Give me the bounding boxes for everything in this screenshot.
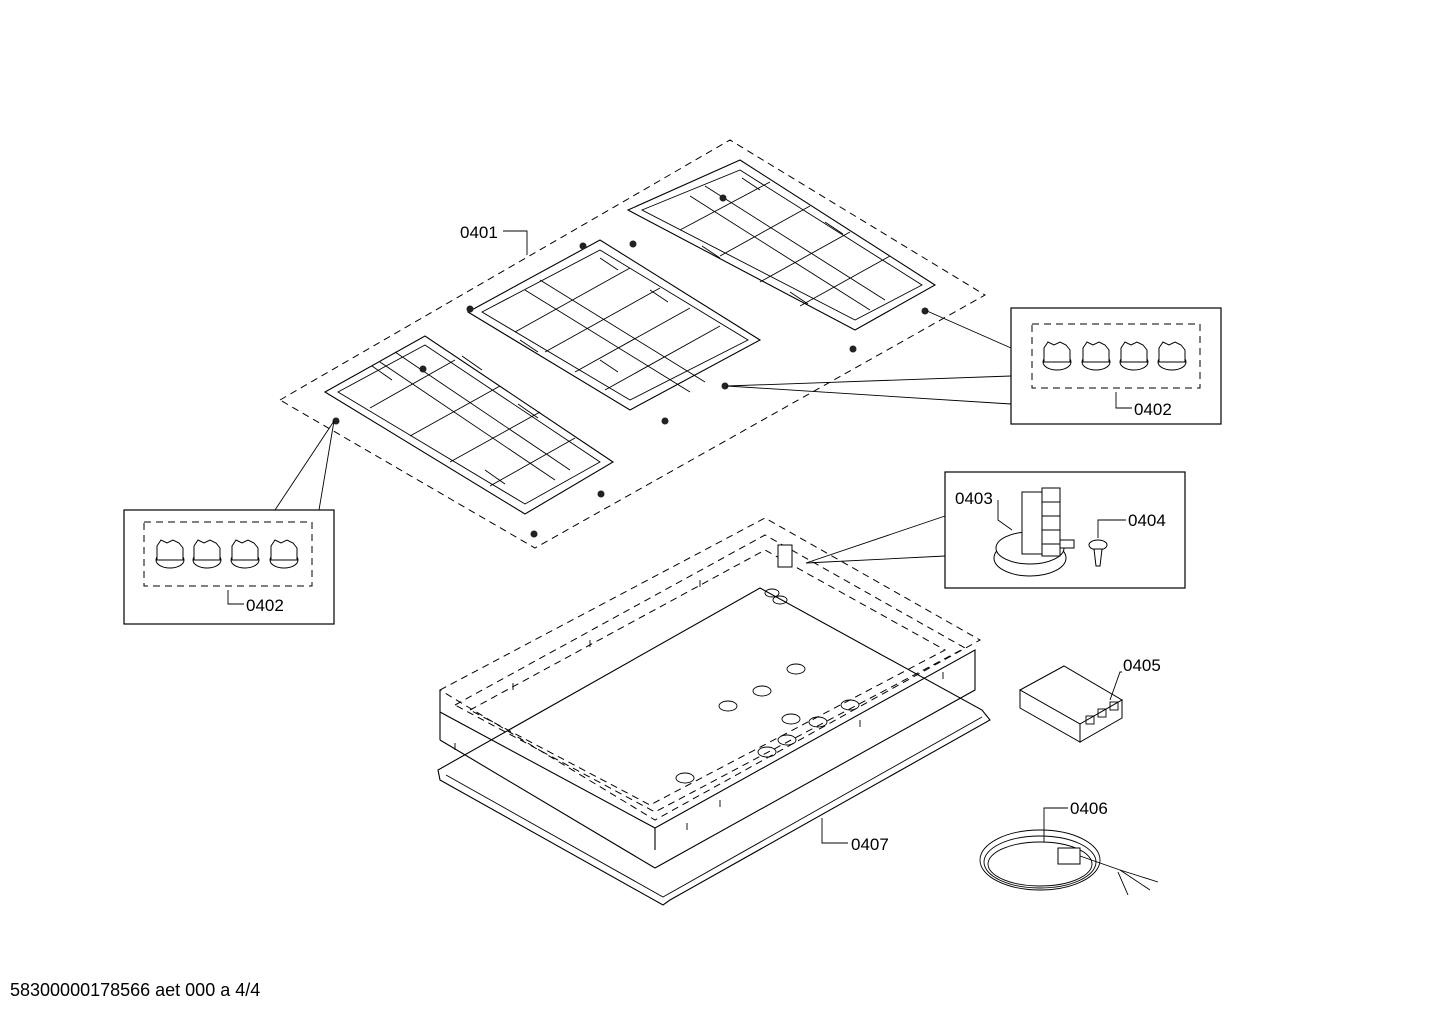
power-cord: 0406 <box>979 799 1159 896</box>
tray-wall-marks <box>454 580 944 830</box>
grate-left <box>323 335 615 515</box>
foot-callout-left-box <box>123 509 335 625</box>
foot-callout-left: 0402 <box>123 420 335 625</box>
grate-area-outline <box>279 139 986 549</box>
ignition-module <box>993 487 1075 577</box>
control-box: 0405 <box>1018 656 1161 743</box>
ignition-callout-box <box>944 471 1186 589</box>
rubber-feet-right <box>1042 341 1187 371</box>
rubber-feet-left <box>155 539 299 569</box>
grate-right <box>626 159 937 331</box>
grate-set: 0401 <box>279 139 986 549</box>
grate-middle <box>466 239 762 411</box>
foot-callout-right: 0402 <box>726 307 1222 425</box>
document-code: 58300000178566 aet 000 a 4/4 <box>10 980 261 1000</box>
label-control-box: 0405 <box>1123 656 1161 675</box>
ignition-callout: 0403 0404 <box>805 471 1186 589</box>
cooktop-tray: 0407 <box>437 517 991 906</box>
label-screw: 0404 <box>1128 511 1166 530</box>
screw <box>1088 539 1108 567</box>
label-foot-right: 0402 <box>1134 400 1172 419</box>
burner-holes <box>675 588 860 784</box>
label-cooktop-tray: 0407 <box>851 835 889 854</box>
grate-feet <box>332 194 929 538</box>
label-grate-set: 0401 <box>460 223 498 242</box>
label-ignition-module: 0403 <box>955 489 993 508</box>
label-foot-left: 0402 <box>246 596 284 615</box>
label-power-cord: 0406 <box>1070 799 1108 818</box>
